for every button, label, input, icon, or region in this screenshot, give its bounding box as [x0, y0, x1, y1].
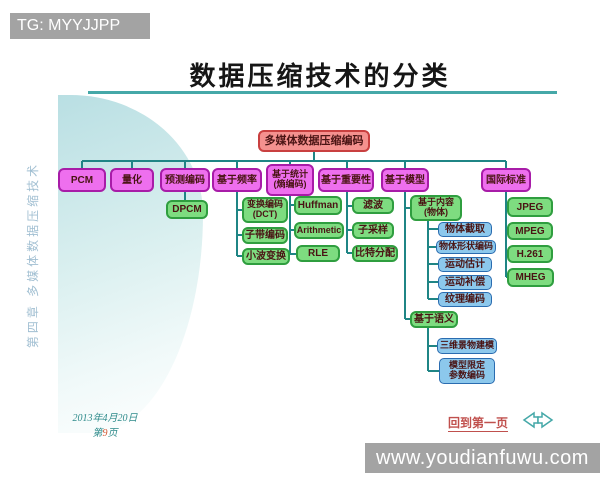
node-transform: 变换编码 (DCT)	[242, 197, 288, 223]
node-filtering: 滤波	[352, 197, 394, 214]
node-object-shape-coding: 物体形状编码	[436, 240, 496, 254]
node-content: 基于内容 (物体)	[410, 195, 462, 221]
node-standards: 国际标准	[481, 168, 531, 192]
node-texture-coding: 纹理编码	[438, 292, 492, 307]
node-statistical-line1: 基于统计	[271, 169, 308, 180]
node-jpeg: JPEG	[507, 197, 553, 217]
node-wavelet: 小波变换	[242, 248, 290, 265]
node-dpcm: DPCM	[166, 200, 208, 219]
back-to-first-page-link[interactable]: 回到第一页	[448, 416, 509, 432]
node-root: 多媒体数据压缩编码	[258, 130, 370, 152]
watermark-top-banner: TG: MYYJJPP	[10, 13, 150, 39]
page-prefix: 第	[92, 428, 103, 439]
node-model-limited-line2: 参数编码	[448, 370, 485, 380]
slide-date: 2013年4月20日	[72, 413, 138, 424]
chapter-side-label: 第四章 多媒体数据压缩技术	[26, 161, 40, 349]
node-object-extraction: 物体截取	[438, 222, 492, 237]
node-content-line1: 基于内容	[417, 197, 454, 208]
node-semantic: 基于语义	[410, 311, 458, 328]
node-motion-estimation: 运动估计	[438, 257, 492, 272]
node-model-limited-line1: 模型限定	[448, 360, 485, 371]
node-motion-compensation: 运动补偿	[438, 275, 492, 290]
slide-page: 第9页	[50, 426, 160, 441]
node-bit-allocation: 比特分配	[352, 245, 398, 262]
node-pcm: PCM	[58, 168, 106, 192]
node-arithmetic: Arithmetic	[294, 222, 344, 239]
node-transform-line1: 变换编码	[246, 199, 283, 210]
node-model: 基于模型	[381, 168, 429, 192]
node-statistical-line2: (熵编码)	[273, 179, 307, 189]
node-subband: 子带编码	[242, 227, 288, 244]
title-underline-rule	[88, 91, 557, 94]
slide-date-page: 2013年4月20日 第9页	[50, 411, 160, 441]
slide-title: 数据压缩技术的分类	[189, 61, 451, 91]
node-model-limited: 模型限定 参数编码	[439, 358, 495, 384]
page-number: 9	[102, 428, 108, 439]
node-statistical: 基于统计 (熵编码)	[266, 164, 314, 196]
node-mheg: MHEG	[507, 268, 554, 287]
node-3d-scene-modeling: 三维景物建模	[437, 338, 497, 354]
node-frequency: 基于频率	[212, 168, 262, 192]
watermark-bottom-banner: www.youdianfuwu.com	[365, 443, 600, 473]
node-importance: 基于重要性	[318, 168, 374, 192]
node-mpeg: MPEG	[507, 222, 553, 240]
decorative-swoosh	[58, 95, 203, 433]
forward-arrow-icon[interactable]	[537, 411, 554, 429]
node-transform-line2: (DCT)	[252, 209, 278, 219]
page-suffix: 页	[107, 428, 118, 439]
node-subsampling: 子采样	[352, 222, 394, 239]
prev-next-arrows-icon[interactable]	[519, 410, 557, 430]
node-h261: H.261	[507, 245, 553, 263]
node-huffman: Huffman	[294, 196, 342, 215]
back-arrow-icon[interactable]	[522, 411, 539, 429]
node-rle: RLE	[296, 245, 340, 262]
node-content-line2: (物体)	[424, 207, 448, 217]
node-predictive: 预测编码	[160, 168, 210, 192]
node-quantization: 量化	[110, 168, 154, 192]
